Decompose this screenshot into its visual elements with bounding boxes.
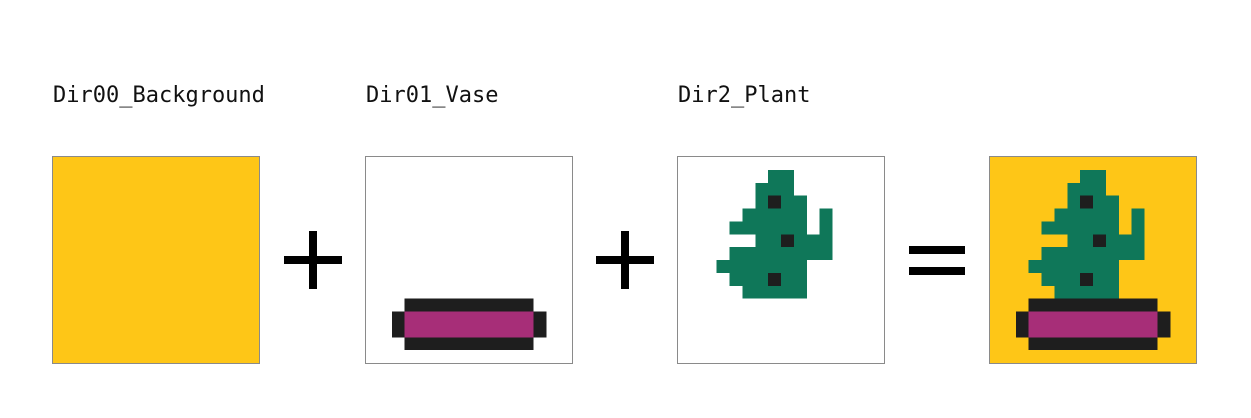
plus-icon [590, 225, 660, 295]
layer-label-vase: Dir01_Vase [366, 83, 499, 108]
plant-layer-tile [677, 156, 885, 364]
equals-icon [902, 225, 972, 295]
cactus-sprite [678, 157, 884, 363]
plus-icon [278, 225, 348, 295]
result-composite-tile [989, 156, 1197, 364]
background-fill [53, 157, 259, 363]
composite-sprite [990, 157, 1196, 363]
layer-label-background: Dir00_Background [53, 83, 265, 108]
vase-layer-tile [365, 156, 573, 364]
background-layer-tile [52, 156, 260, 364]
vase-sprite [366, 157, 572, 363]
layer-label-plant: Dir2_Plant [678, 83, 811, 108]
